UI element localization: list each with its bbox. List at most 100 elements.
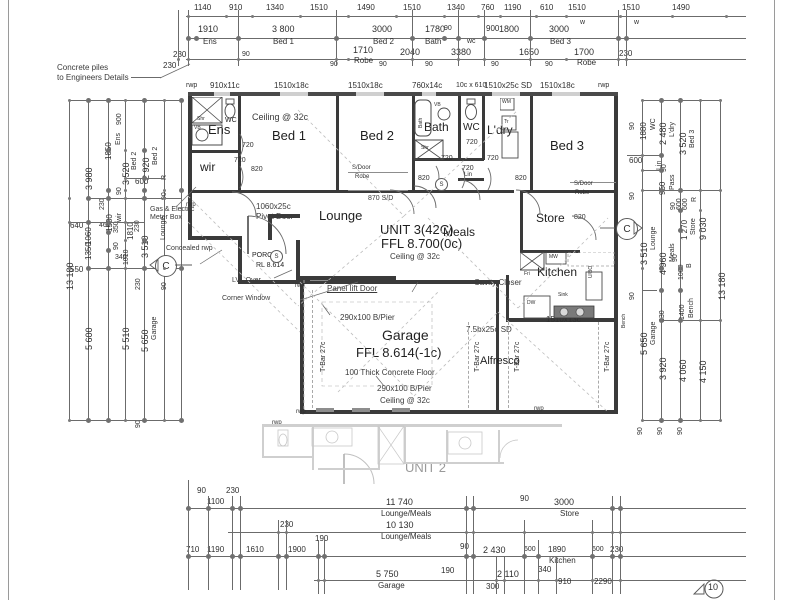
dim-tick [141,187,147,193]
dim-tick [178,265,184,271]
dim-tick [162,188,166,192]
dim-tick [67,418,71,422]
dim-top2-6-val: 1800 [499,24,520,34]
dim-right-3510-lbl: Lounge [650,226,657,250]
rwp-label-garage-b: rwp [296,409,306,415]
dim-bot2-10130: 10 130 [386,520,414,530]
ens-fixtures [192,97,223,146]
dim-tick [618,530,622,534]
dim-top2-0-val: 1910 [198,24,219,34]
unit2-wall-inner7 [498,430,500,464]
room-label-wir: wir [200,160,216,174]
room-label-bed2: Bed 2 [360,128,394,143]
dim-top3-8: 90 [491,61,499,68]
dim-tick [590,578,594,582]
section-marker-c-right[interactable]: C [616,218,638,240]
room-label-meals: Meals [443,225,476,239]
robe-2-box [570,182,616,183]
note-concealed-rwp: Concealed rwp [166,245,213,252]
dim-tick [162,266,166,270]
room-label-porch: PORCH [252,252,278,259]
detail-marker-10[interactable]: 10 [692,578,724,600]
dim-top3-11-lbl: Robe [577,58,597,67]
dim-tick [276,530,280,534]
ext-bot-8 [324,540,325,594]
dim-tick [85,219,91,225]
tbar-dash-2 [468,322,469,408]
wall-alfresco-right [614,318,618,414]
dim-tick [224,14,228,18]
wall-kitchen-left [506,275,509,321]
room-label-kitchen: Kitchen [537,265,578,279]
rwp-label-left: rwp [186,202,196,208]
dim-right-3510: 3 510 [639,242,649,265]
dim-tick [284,530,288,534]
dim-tick [67,98,71,102]
dim-tick [658,167,664,173]
dim-bot1-3000: 3000 [554,497,575,507]
note-sd-75b: 7.5bx25c SD [466,325,512,334]
fixture-shr-1: Shr [197,116,205,122]
wall-alfresco-bottom [496,410,618,414]
marker-s-porch[interactable]: S [270,250,283,263]
lin-label: Lin [464,172,473,178]
dim-tick [677,317,683,323]
dim-tick [658,417,664,423]
dim-tick [178,187,184,193]
unit2-fixtures [277,425,519,465]
marker-s-bath[interactable]: S [435,178,448,191]
detail-marker-10-label: 10 [708,582,719,592]
dim-line-right-1 [642,100,643,420]
dim-bot2-90a: 90 [520,494,529,503]
dim-top3-1: 90 [242,51,250,58]
wall-entry-left [268,214,272,240]
dim-tick [471,530,475,534]
dim-bot1-11740-lbl: Lounge/Meals [381,509,432,518]
dim-tick [589,553,595,559]
dim-tick [615,35,621,41]
dim-tick [185,35,191,41]
note-meter-box-line1: Gas & Electric [150,206,195,213]
section-marker-c-left[interactable]: C [155,255,177,277]
dim-tick [205,505,211,511]
dim-line-left-4 [125,100,126,420]
dim-top2-2-val: 3000 [372,24,393,34]
dim-tick [105,265,111,271]
dim-tick [498,14,502,18]
dim-tick [677,97,683,103]
dim-top1-10: 1510 [568,3,586,12]
rwp-label-garage: rwp [295,283,305,289]
dim-top2-0-lbl: Ens [203,37,217,46]
wc2-fixture [465,98,477,120]
note-pivot-door-line2: Pivot Door [256,212,294,221]
dim-bot3-710: 710 [186,545,200,554]
room-label-lounge: Lounge [319,208,363,223]
dim-tick [85,195,91,201]
room-label-store: Store [536,211,565,225]
dim-tick [123,98,127,102]
rwp-label-tl: rwp [186,82,198,89]
dim-top2-7-val: 3000 [549,24,570,34]
roof-dashed-lines [188,109,609,413]
dim-tick [237,553,243,559]
porch-rl: RL 8.614 [256,262,285,269]
dim-line-top-3 [186,59,746,60]
dim-left-2920-lbl: Bed 2 [152,146,159,165]
dim-tick [463,553,469,559]
dim-right-600c-lbl: R [691,196,698,202]
dim-bot3-2430: 2 430 [483,545,506,555]
dim-right-600: 600 [629,156,643,165]
ext-bot-12 [538,540,539,594]
dim-right-3520: 3 520 [678,132,688,155]
wall-bed1-bed2 [336,92,339,192]
dim-top3-4b: 90 [379,61,387,68]
fixture-dw: DW [527,300,536,306]
unit2-wall-inner4 [404,462,504,464]
wall-hatch-top [188,92,618,96]
wall-lin-box [458,158,484,161]
ext-bot-7 [318,540,319,594]
dim-tick [640,168,644,172]
dim-top3-7: 3380 [451,47,472,57]
dim-right-5650-lbl: Garage [650,321,657,345]
unit2-wall-inner6 [446,430,448,464]
